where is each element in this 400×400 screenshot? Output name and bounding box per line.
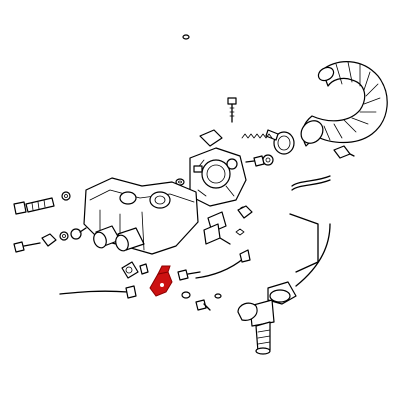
nut-left[interactable]: [41, 233, 57, 247]
vacuum-line-1[interactable]: [291, 175, 331, 191]
vacuum-line-2[interactable]: [289, 213, 319, 273]
hose-clamp[interactable]: [265, 129, 295, 155]
plug-connector[interactable]: [121, 261, 149, 279]
intake-hose[interactable]: [297, 61, 388, 148]
bolt-top[interactable]: [227, 97, 237, 123]
connector-left[interactable]: [70, 227, 87, 240]
bracket[interactable]: [149, 265, 173, 297]
bolt-bottom[interactable]: [177, 269, 201, 281]
washer-3[interactable]: [61, 191, 71, 201]
cable[interactable]: [59, 285, 137, 299]
washer-4[interactable]: [262, 154, 274, 166]
washer-6[interactable]: [59, 231, 69, 241]
sensor-connector[interactable]: [203, 211, 231, 245]
bolt-right[interactable]: [245, 155, 265, 167]
throttle-spring[interactable]: [241, 133, 273, 139]
nut-right[interactable]: [237, 205, 253, 219]
long-bolt-left[interactable]: [13, 197, 55, 215]
throttle-body[interactable]: [189, 129, 247, 207]
washer-7[interactable]: [181, 291, 191, 299]
outlet-pipe-1[interactable]: [92, 225, 121, 250]
vacuum-line-3[interactable]: [295, 223, 331, 287]
hose-lower[interactable]: [195, 249, 251, 279]
control-valve[interactable]: [237, 281, 297, 355]
washer-1[interactable]: [182, 34, 190, 40]
small-connector[interactable]: [333, 145, 355, 159]
outlet-pipe-2[interactable]: [114, 227, 145, 253]
small-clip[interactable]: [235, 228, 245, 236]
washer-8[interactable]: [214, 293, 222, 299]
bolt-left-2[interactable]: [13, 241, 41, 253]
bolt-bottom-2[interactable]: [195, 299, 211, 311]
